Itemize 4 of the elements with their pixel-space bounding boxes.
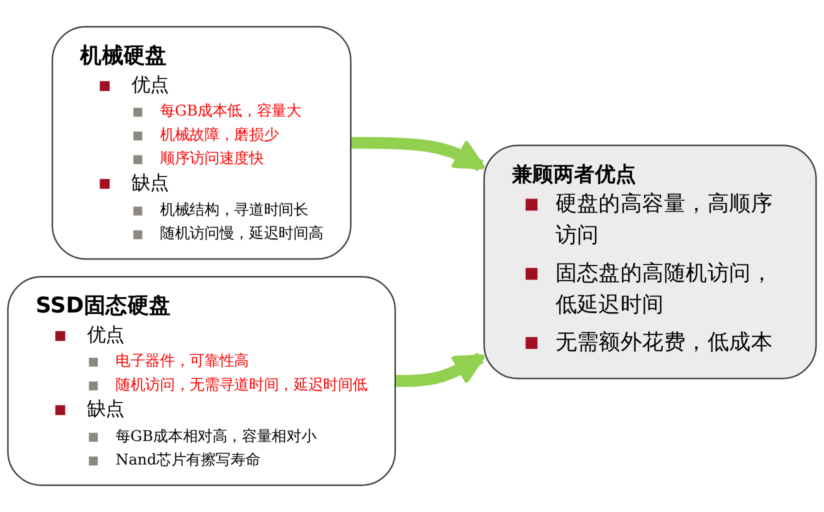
node-box: 兼顾两者优点 硬盘的高容量，高顺序访问 固态盘的高随机访问，低延迟时间 无需额外花费，低成本 [483,144,817,380]
node-box: SSD固态硬盘 优点 电子器件，可靠性高 随机访问，无需寻道时间，延迟时间低 缺点 每GB成本相对高，容量相对小 Nand芯片有擦写寿命 [7,276,396,486]
arrow [395,352,486,387]
arrow [350,136,486,172]
